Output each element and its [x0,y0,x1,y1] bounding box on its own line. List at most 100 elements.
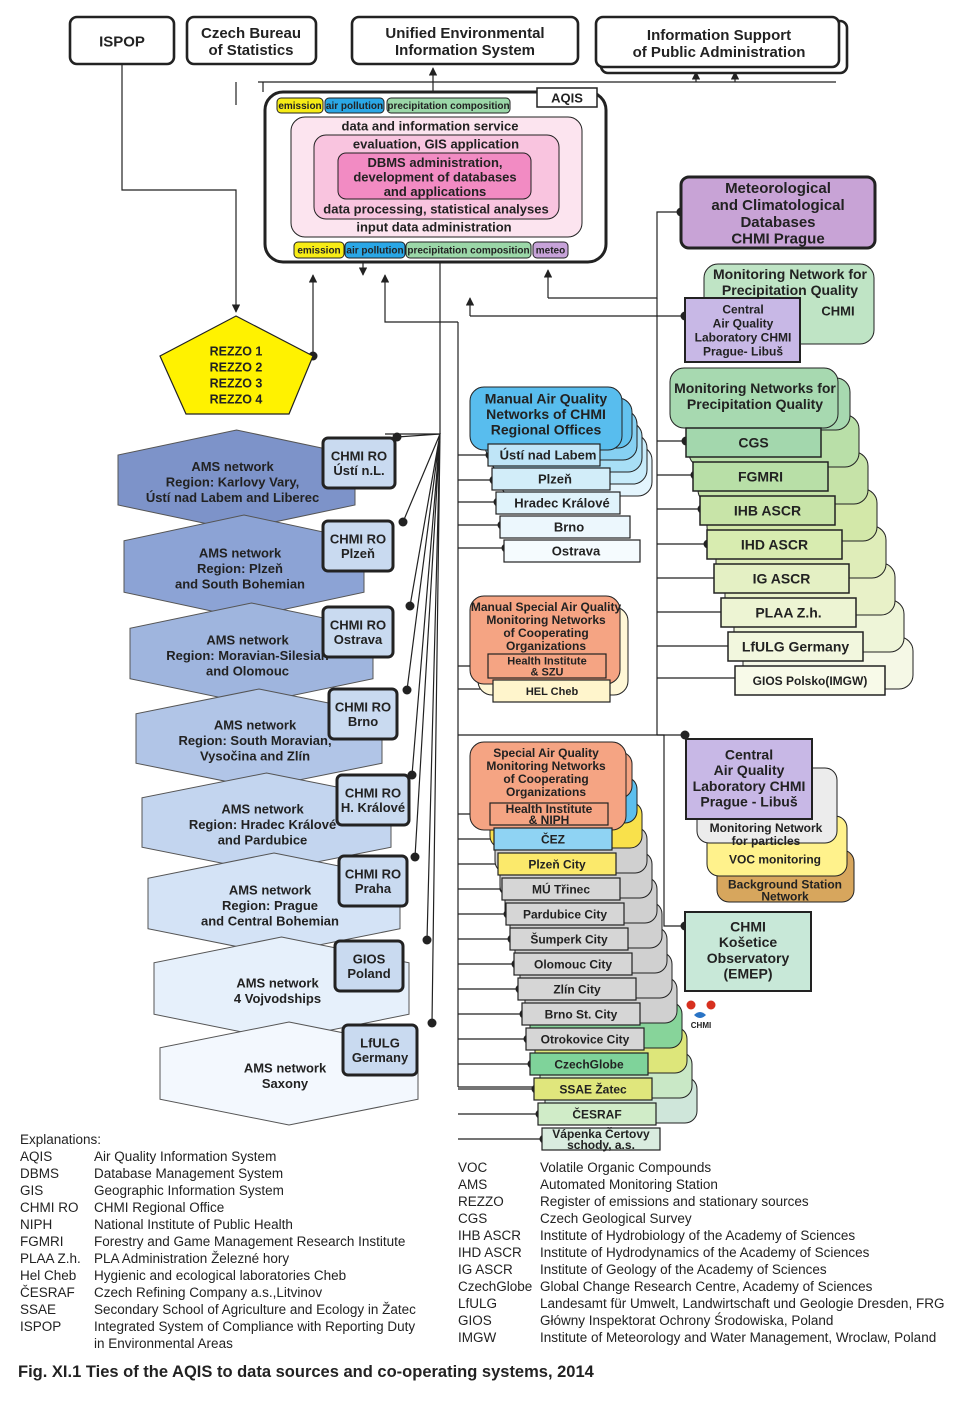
legend-abbreviation: Hel Cheb [20,1268,77,1283]
legend-abbreviation: PLAA Z.h. [20,1251,81,1266]
precip-network-item-box [727,631,864,662]
special-aq-item-label: Olomouc City [534,957,612,971]
ispop-to-rezzo [121,64,241,313]
legend-abbreviation: CHMI RO [20,1200,79,1215]
legend-abbreviation: CzechGlobe [458,1279,533,1294]
special-aq-item-label: Šumperk City [530,931,608,946]
manual-aq-item-box [503,539,641,563]
legend-abbreviation: GIS [20,1183,44,1198]
legend-entry: Hel Cheb Hygienic and ecological laborato… [20,1267,416,1284]
aqis-input: input data administration [356,220,511,235]
special-aq-item-box [541,1127,661,1151]
chmi-logo-mark [686,1000,696,1010]
manual-aq-item-label: Hradec Králové [514,496,609,511]
czech-bureau-box [185,15,318,66]
aqis-tag-top-label: emission [278,101,321,112]
legend-definition: CHMI Regional Office [94,1200,225,1215]
ams-regional-office-box [321,519,395,573]
legend-abbreviation: IHB ASCR [458,1228,522,1243]
manual-aq-item-label: Ústí nad Labem [500,448,597,463]
legend-abbreviation: GIOS [458,1313,492,1328]
special-aq-item-label: Brno St. City [545,1007,618,1021]
legend-ispop-continued: in Environmental Areas [94,1336,233,1351]
precip-network-item-label: LfULG Germany [742,639,850,655]
aqis-tag-bottom-label: meteo [536,246,565,257]
legend-definition: Geographic Information System [94,1183,284,1198]
ams-regional-office-box [321,436,397,490]
aqis-services: data and information service [342,119,519,134]
connector-dot [398,517,408,527]
precip-network-item-box [706,529,843,560]
precip-network-item-label: IHD ASCR [741,537,808,553]
connector-line [548,211,681,299]
voc-label: VOC monitoring [729,852,821,866]
special-aq-item-label: Otrokovice City [541,1032,630,1046]
legend-abbreviation: FGMRI [20,1234,64,1249]
aqis-tag-bottom [293,241,345,259]
aqis-processing: data processing, statistical analyses [323,202,548,217]
legend-definition: Hygienic and ecological laboratories Che… [94,1268,347,1283]
legend-definition: Institute of Hydrodynamics of the Academ… [540,1245,870,1260]
legend-definition: Volatile Organic Compounds [540,1160,712,1175]
manual-special-item-label: HEL Cheb [526,686,579,698]
connector-dot [402,685,412,695]
special-aq-item-box [517,977,637,1001]
precip-network-item-box [685,427,822,458]
legend-definition: Institute of Geology of the Academy of S… [540,1262,827,1277]
aqis-tag-top-label: air pollution [326,101,383,112]
precip-quality-chmi: CHMI [821,304,854,319]
chmi-logo-mark [706,1000,716,1010]
meteo-db-box [679,175,877,250]
special-aq-item-box [493,827,613,851]
manual-aq-item-box [499,515,631,539]
ams-regional-office-box [337,854,409,908]
unified-env-box [350,15,580,66]
legend-abbreviation: AQIS [20,1149,53,1164]
precip-network-item-box [734,665,886,696]
legend-definition: Główny Inspektorat Ochrony Środowiska, P… [540,1313,834,1328]
manual-aq-item-label: Plzeň [538,472,572,487]
special-aq-item-box [529,1052,649,1076]
ams-regional-office-box [321,605,395,659]
legend-abbreviation: ČESRAF [20,1285,75,1300]
precip-network-item-box [699,495,836,526]
legend-abbreviation: CGS [458,1211,488,1226]
legend-definition: Air Quality Information System [94,1149,277,1164]
precip-network-item-label: CGS [738,435,768,451]
aqis-tag-bottom-label: emission [297,246,340,257]
legend-definition: Secondary School of Agriculture and Ecol… [94,1302,416,1317]
special-aq-item-label: ČESRAF [572,1106,621,1121]
legend-definition: Institute of Meteorology and Water Manag… [540,1330,937,1345]
legend-heading: Explanations: [20,1132,102,1147]
precip-network-item-box [720,597,857,628]
aqis-dbms: DBMS administration,development of datab… [353,155,516,199]
ispop-box [68,15,176,66]
chmi-logo-mark [694,1012,706,1018]
legend-abbreviation: VOC [458,1160,488,1175]
precip-network-item-label: IHB ASCR [734,503,801,519]
legend-entry: GIS Geographic Information System [20,1182,416,1199]
special-aq-item-label: Pardubice City [523,907,607,921]
